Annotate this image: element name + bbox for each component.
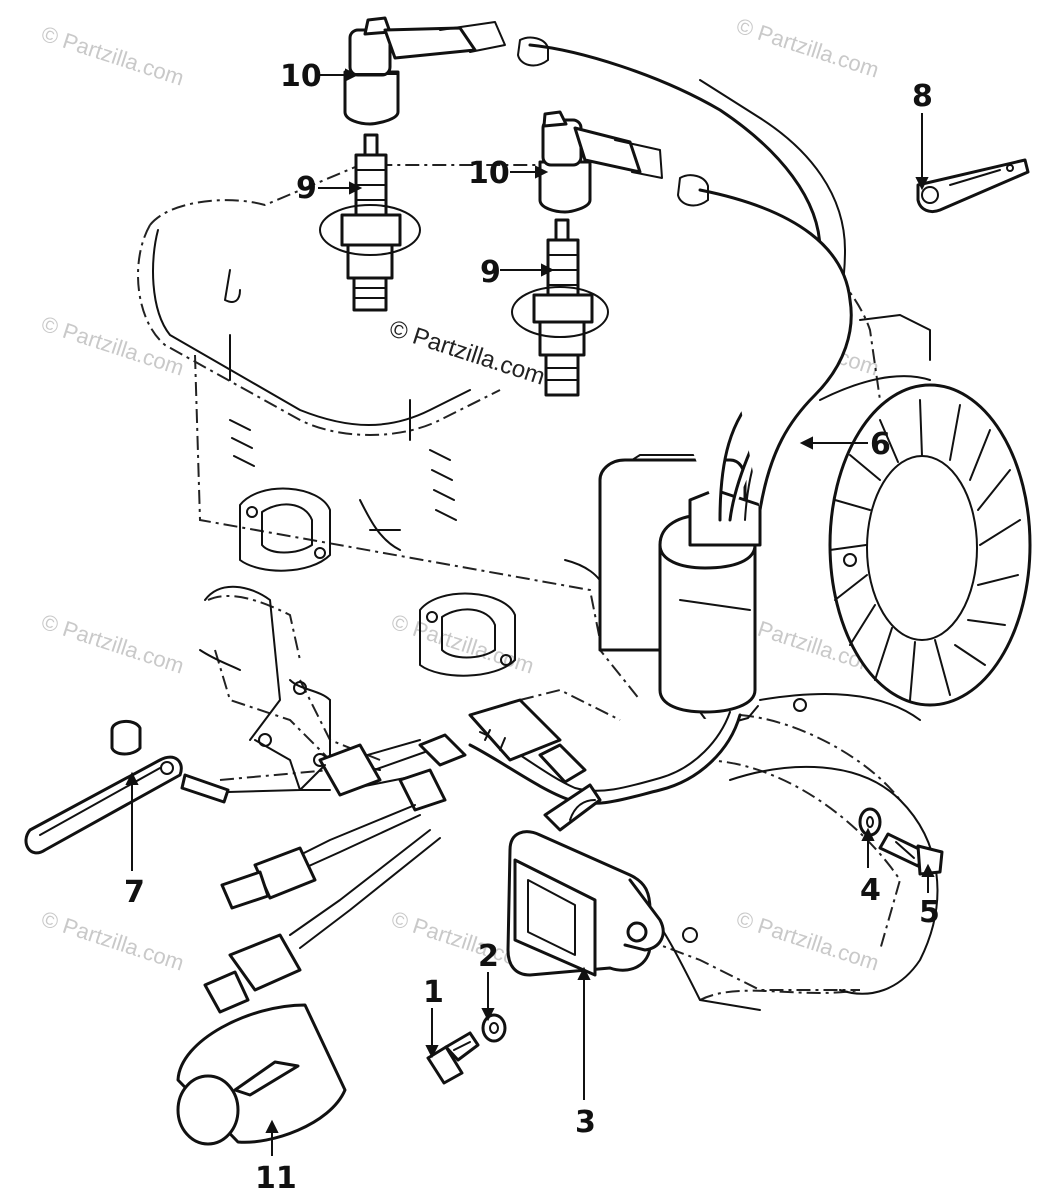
spark-plug-right [511,218,609,397]
callout-1: 1 [423,975,444,1010]
leader-lines [125,68,935,1156]
washer-4 [858,807,882,837]
ground-terminal [916,158,1030,214]
callout-10-left: 10 [280,59,322,94]
ground-cable [24,720,326,855]
spark-plug-left [319,133,421,312]
fan-cover [828,383,1032,707]
watermark: © Partzilla.com [38,609,187,679]
spark-plug-cap-left [343,16,506,126]
watermark: © Partzilla.com [733,13,882,83]
callout-4: 4 [860,873,881,908]
callout-9-left: 9 [296,171,317,206]
callout-6: 6 [870,427,891,462]
callout-7: 7 [124,875,145,910]
callout-8: 8 [912,79,933,114]
callout-11: 11 [255,1161,297,1196]
callouts: 10 9 10 9 8 6 7 4 5 1 2 3 11 [124,59,940,1196]
spark-plug-cap-right [538,110,663,214]
watermark: © Partzilla.com [38,21,187,91]
callout-3: 3 [575,1105,596,1140]
bolt-1 [426,1031,480,1085]
sleeve-tube [176,1003,347,1146]
callout-2: 2 [478,939,499,974]
watermark: © Partzilla.com [733,906,882,976]
watermark: © Partzilla.com [38,906,187,976]
callout-10-right: 10 [468,156,510,191]
callout-5: 5 [919,895,940,930]
wiring-harness [203,698,742,1014]
engine-block [152,229,967,1011]
bolt-5 [878,832,944,876]
cdi-unit [506,783,665,977]
washer-2 [481,1013,507,1043]
callout-9-right: 9 [480,255,501,290]
watermark-center: © Partzilla.com [386,315,548,391]
